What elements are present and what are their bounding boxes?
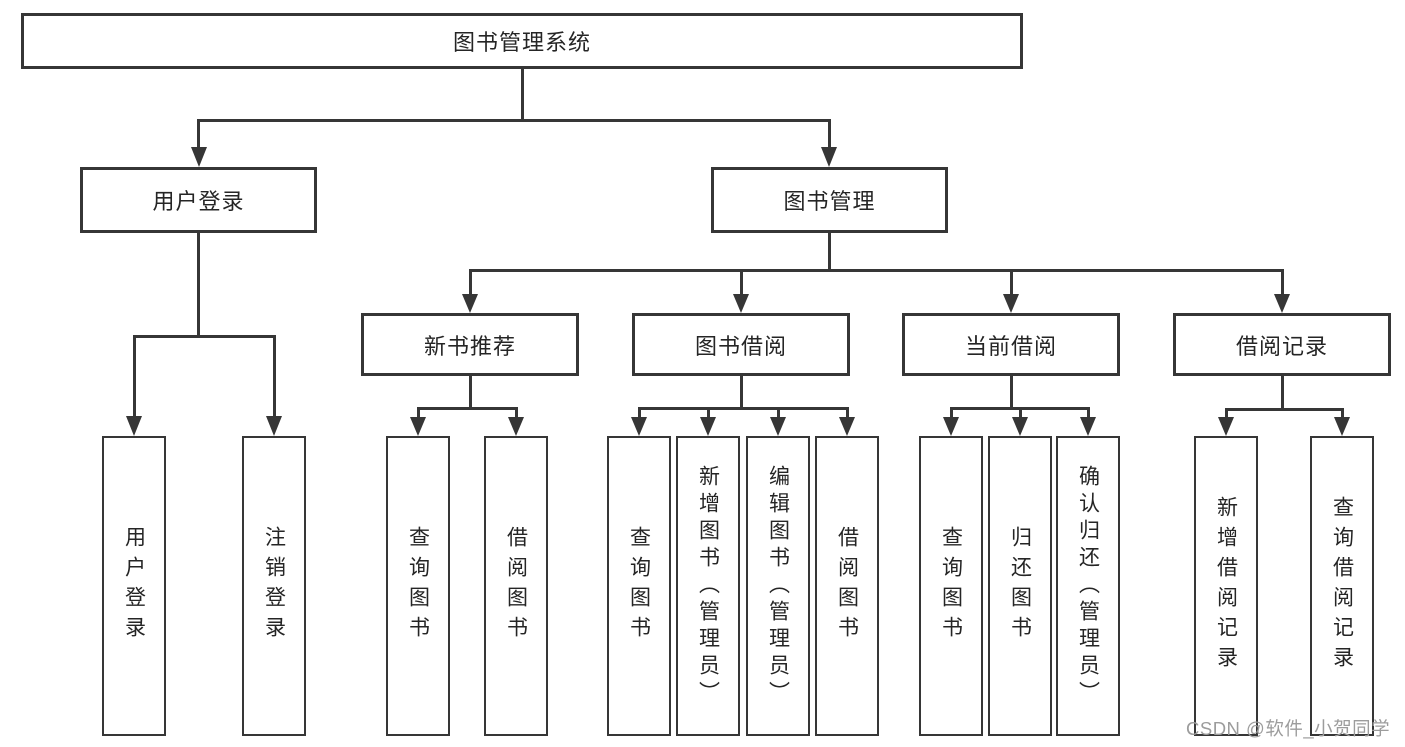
connector-borrowing-records-stem (1280, 374, 1284, 410)
leaf-borrow-books: 借阅图书 (815, 436, 879, 736)
connector-root-stem (520, 66, 524, 122)
leaf-add-borrow-record: 新增借阅记录 (1194, 436, 1258, 736)
leaf-label: 查询借阅记录 (1330, 496, 1354, 676)
arrowhead-down (770, 417, 786, 436)
arrowhead-down (1218, 417, 1234, 436)
node-label: 当前借阅 (964, 333, 1057, 359)
node-label: 借阅记录 (1235, 333, 1328, 359)
connector-book-borrowing-rail (637, 407, 849, 410)
connector-drop-leaf (845, 407, 849, 419)
arrowhead-down (839, 417, 855, 436)
leaf-confirm-return-admin: 确认归还（管理员） (1056, 436, 1120, 736)
arrowhead-down (266, 416, 282, 436)
arrowhead-down (508, 417, 524, 436)
leaf-label: 确认归还（管理员） (1076, 464, 1100, 708)
connector-book-borrowing-stem (739, 374, 743, 410)
leaf-label: 查询图书 (939, 526, 963, 646)
connector-drop-leaf (416, 407, 420, 419)
node-label: 图书管理系统 (452, 30, 591, 55)
connector-drop-borrowing-records (1280, 269, 1284, 297)
node-label: 图书借阅 (694, 333, 787, 359)
connector-drop-leaf (706, 407, 710, 419)
connector-borrowing-records-rail (1224, 408, 1344, 411)
leaf-query-borrow-record: 查询借阅记录 (1310, 436, 1374, 736)
arrowhead-down (733, 294, 749, 313)
leaf-label: 用户登录 (122, 526, 146, 646)
leaf-label: 注销登录 (262, 526, 286, 646)
arrowhead-down (190, 147, 207, 167)
leaf-add-books-admin: 新增图书（管理员） (676, 436, 740, 736)
connector-drop-leaf-logout (272, 334, 276, 418)
node-user-login: 用户登录 (80, 167, 317, 233)
leaf-edit-books-admin: 编辑图书（管理员） (746, 436, 810, 736)
leaf-return-books: 归还图书 (988, 436, 1052, 736)
connector-drop-book-borrowing (739, 269, 743, 297)
arrowhead-down (1334, 417, 1350, 436)
arrowhead-down (821, 147, 837, 167)
connector-drop-leaf (1086, 407, 1090, 419)
node-label: 图书管理 (783, 189, 876, 214)
arrowhead-down (410, 417, 426, 436)
connector-drop-leaf (1340, 408, 1344, 419)
leaf-borrow-books-recommend: 借阅图书 (484, 436, 548, 736)
leaf-label: 新增借阅记录 (1214, 496, 1238, 676)
connector-root-rail (197, 119, 830, 122)
leaf-label: 借阅图书 (504, 526, 528, 646)
connector-drop-book-management (827, 119, 831, 149)
csdn-watermark: CSDN @软件_小贺同学 (1186, 718, 1391, 739)
arrowhead-down (126, 416, 142, 436)
connector-drop-leaf (949, 407, 953, 419)
node-library-management-system: 图书管理系统 (21, 13, 1023, 69)
connector-new-book-recommend-stem (468, 374, 472, 410)
connector-drop-leaf-user-login (132, 334, 136, 418)
arrowhead-down (1012, 417, 1028, 436)
arrowhead-down (700, 417, 716, 436)
leaf-query-books-borrowing: 查询图书 (607, 436, 671, 736)
node-label: 新书推荐 (423, 333, 516, 359)
node-book-management: 图书管理 (711, 167, 948, 233)
connector-drop-leaf (1018, 407, 1022, 419)
leaf-label: 查询图书 (627, 526, 651, 646)
leaf-label: 借阅图书 (835, 526, 859, 646)
connector-drop-leaf (776, 407, 780, 419)
leaf-query-books-current: 查询图书 (919, 436, 983, 736)
connector-drop-leaf (1224, 408, 1228, 419)
arrowhead-down (1274, 294, 1290, 313)
connector-drop-user-login (197, 119, 200, 149)
connector-drop-leaf (514, 407, 518, 419)
connector-book-management-rail (468, 269, 1284, 272)
connector-new-book-recommend-rail (416, 407, 518, 410)
connector-drop-current-borrowing (1009, 269, 1013, 297)
arrowhead-down (462, 294, 478, 313)
leaf-user-login: 用户登录 (102, 436, 166, 736)
connector-drop-new-book-recommend (468, 269, 472, 297)
node-borrowing-records: 借阅记录 (1173, 313, 1391, 376)
arrowhead-down (1003, 294, 1019, 313)
connector-book-management-stem (828, 233, 831, 272)
leaf-label: 查询图书 (406, 526, 430, 646)
connector-user-login-stem (197, 233, 200, 337)
leaf-label: 编辑图书（管理员） (766, 464, 790, 708)
connector-drop-leaf (637, 407, 641, 419)
leaf-label: 新增图书（管理员） (696, 464, 720, 708)
arrowhead-down (943, 417, 959, 436)
arrowhead-down (631, 417, 647, 436)
leaf-logout: 注销登录 (242, 436, 306, 736)
node-current-borrowing: 当前借阅 (902, 313, 1120, 376)
node-new-book-recommend: 新书推荐 (361, 313, 579, 376)
node-label: 用户登录 (152, 189, 245, 214)
leaf-query-books-recommend: 查询图书 (386, 436, 450, 736)
connector-user-login-rail (132, 334, 276, 338)
arrowhead-down (1080, 417, 1096, 436)
connector-current-borrowing-stem (1009, 374, 1013, 410)
leaf-label: 归还图书 (1008, 526, 1032, 646)
node-book-borrowing: 图书借阅 (632, 313, 850, 376)
